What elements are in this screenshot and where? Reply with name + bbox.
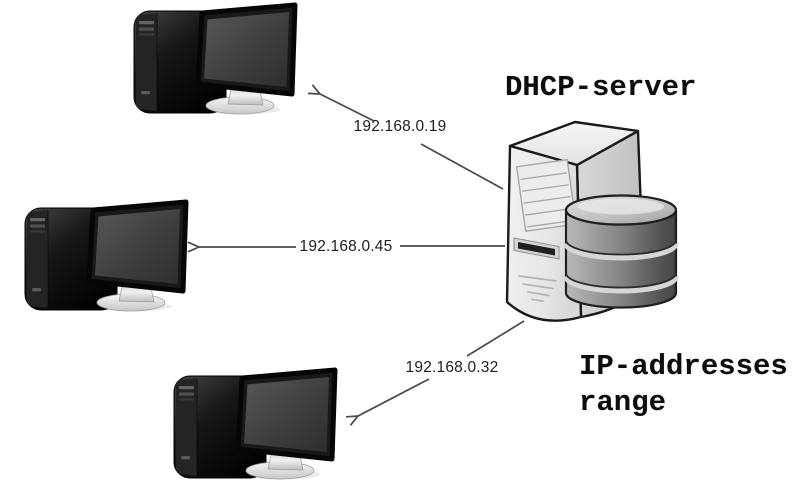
ip-label-client-2: 192.168.0.45 [299, 238, 393, 255]
client-computer-1 [134, 5, 295, 115]
server-drive-slot [518, 242, 555, 256]
ip-assignment-arrow-2 [199, 246, 505, 247]
server-vent-panel [515, 158, 577, 232]
dhcp-server-icon [505, 120, 679, 322]
ip-range-label-line2: range [579, 386, 667, 419]
desktop-computer-icon [174, 370, 335, 480]
desktop-computer-icon [25, 202, 186, 312]
client-computer-2 [25, 202, 186, 312]
ip-range-label-line1: IP-addresses [579, 350, 788, 383]
client-computer-3 [174, 370, 335, 480]
ip-label-client-1: 192.168.0.19 [353, 118, 447, 135]
desktop-computer-icon [134, 5, 295, 115]
server-grille-lines [518, 275, 557, 302]
ip-assignment-arrow-3 [358, 320, 525, 416]
dhcp-server-title: DHCP-server [505, 71, 697, 104]
database-stack-icon [563, 194, 679, 309]
ip-range-label: IP-addresses range [579, 349, 788, 421]
ip-label-client-3: 192.168.0.32 [405, 359, 499, 376]
ip-assignment-arrow-1 [320, 94, 504, 190]
